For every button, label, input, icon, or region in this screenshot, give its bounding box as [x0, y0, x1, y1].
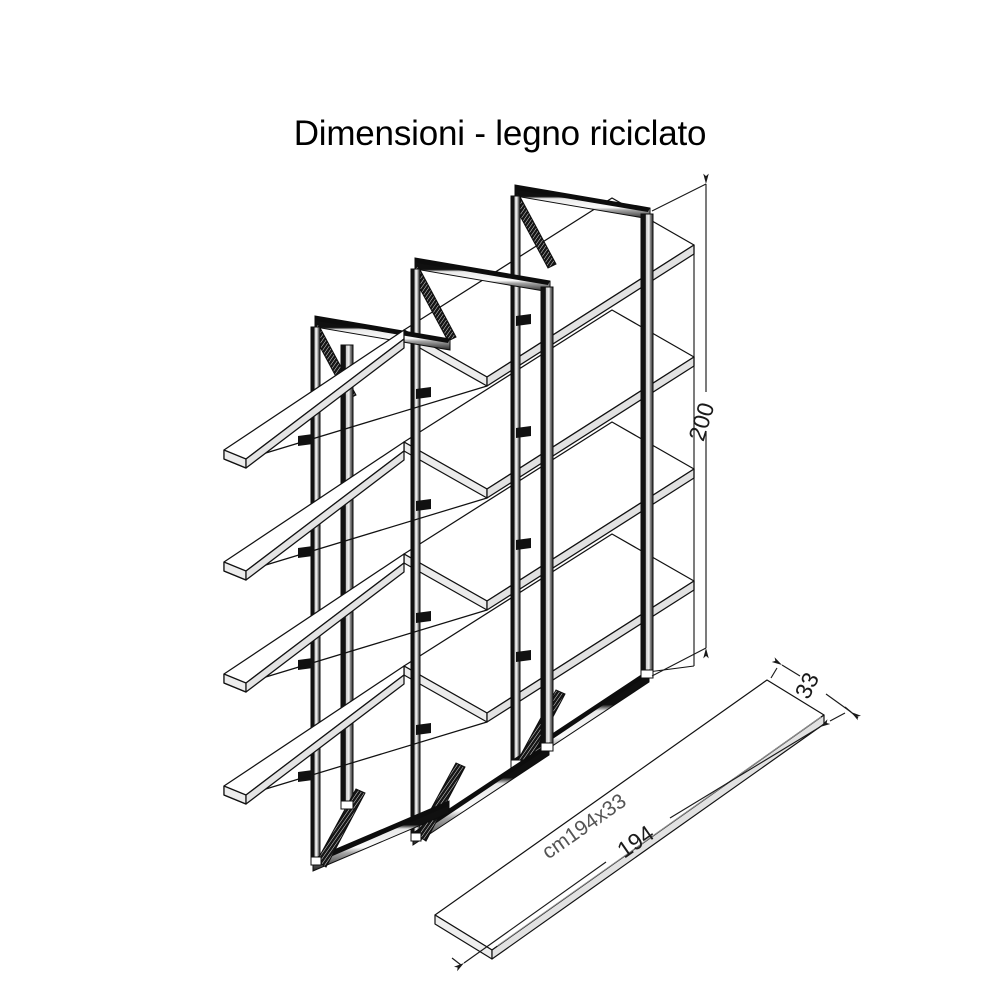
frame-front: [310, 315, 451, 872]
length-dimension-line-a: [453, 861, 607, 972]
shelf-overhang-2: [223, 441, 405, 581]
bracket-group-middle: [416, 387, 431, 735]
shelf-front-edges: [245, 385, 488, 796]
frame-front-front-post: [340, 344, 354, 808]
detail-board: [434, 679, 825, 960]
depth-tick: [844, 706, 859, 719]
shelf-overhang-3: [223, 553, 405, 693]
frame-middle-bottom-brace: [416, 762, 466, 842]
page-title: Dimensioni - legno riciclato: [293, 114, 707, 153]
shelf-overhang-1: [223, 329, 405, 469]
frame-middle-front-post: [540, 286, 554, 750]
height-extension-line-top: [651, 183, 707, 212]
detail-board-top-face: [434, 679, 825, 951]
height-extension-line-bottom: [651, 647, 707, 677]
frame-rear-front-post: [640, 213, 654, 677]
bracket-group-rear: [516, 314, 531, 662]
height-dimension-label: 200: [683, 400, 719, 444]
length-dimension-line-b: [669, 719, 831, 819]
bracket-group-front: [298, 434, 313, 782]
shelf-overhang-4: [223, 665, 405, 805]
board-length-dimension: [451, 719, 831, 972]
depth-extension-top: [770, 667, 778, 679]
board-depth-dimension: [770, 657, 862, 722]
shelf-left-overhang-group: [223, 329, 405, 805]
length-extension-start: [451, 957, 462, 966]
frame-middle: [410, 257, 554, 846]
depth-extension-bottom: [829, 712, 846, 722]
height-dimension: [651, 173, 709, 677]
frame-middle-back-post: [410, 268, 421, 840]
depth-dimension-line-a: [771, 657, 801, 677]
